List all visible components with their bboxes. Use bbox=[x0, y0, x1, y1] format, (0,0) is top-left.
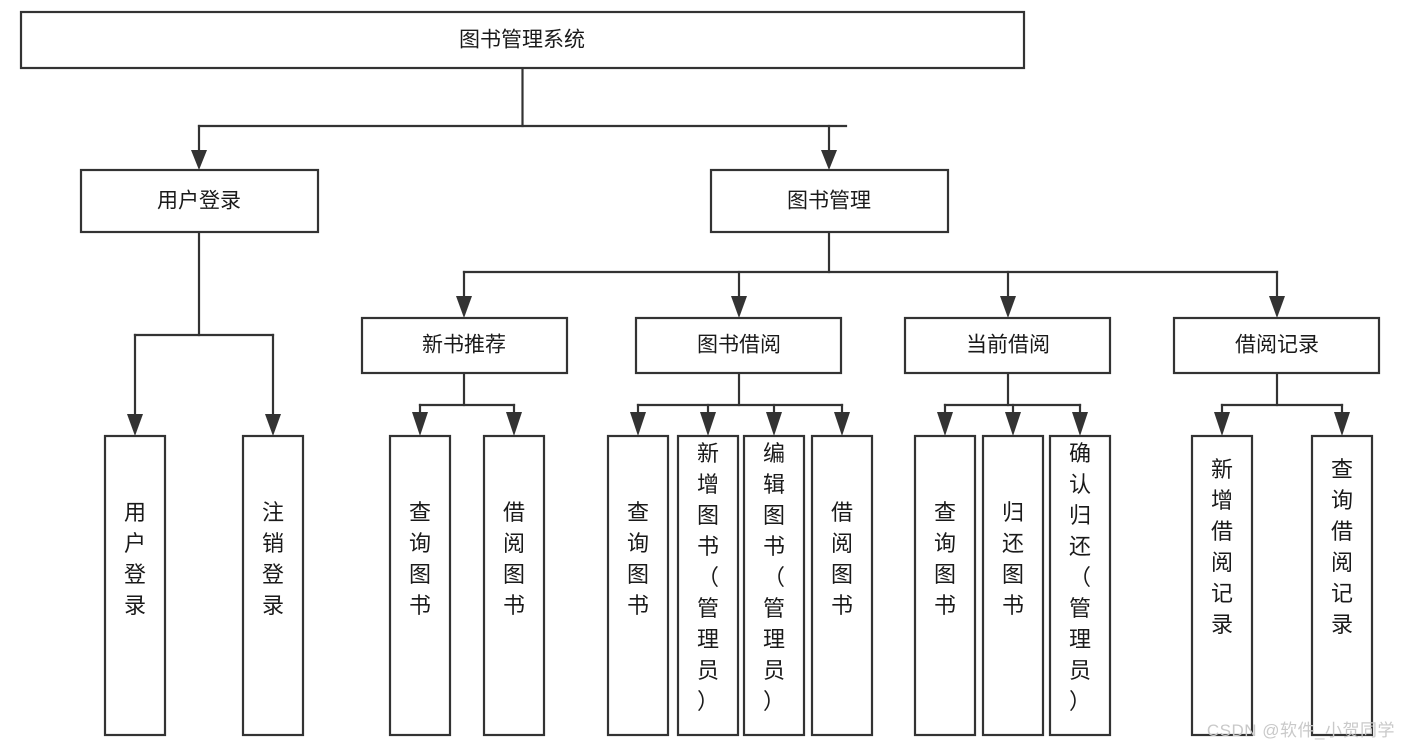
arrow-head-leaf-book-borrow-4 bbox=[834, 412, 850, 436]
node-root-label: 图书管理系统 bbox=[459, 29, 585, 52]
leaf-current-borrow-3-label: 确认归还（管理员） bbox=[1069, 441, 1091, 714]
node-current-borrow-box[interactable] bbox=[903, 316, 1112, 375]
connector-group-book-borrow bbox=[630, 371, 850, 436]
node-book-mgmt[interactable]: 图书管理 bbox=[709, 168, 950, 234]
node-book-mgmt-label: 图书管理 bbox=[787, 190, 871, 213]
leaf-book-borrow-2-box[interactable] bbox=[676, 434, 740, 737]
leaf-book-borrow-1-box[interactable] bbox=[606, 434, 670, 737]
connector-group-new-book bbox=[412, 371, 522, 436]
leaf-book-borrow-4-box[interactable] bbox=[810, 434, 874, 737]
arrow-head-leaf-book-borrow-3 bbox=[766, 412, 782, 436]
leaf-user-login-1-box[interactable] bbox=[103, 434, 167, 737]
arrow-head-leaf-new-book-2 bbox=[506, 412, 522, 436]
leaf-new-book-2-label: 借阅图书 bbox=[503, 500, 525, 618]
leaf-current-borrow-2[interactable]: 归还图书 bbox=[981, 434, 1045, 737]
node-user-login-box[interactable] bbox=[79, 168, 320, 234]
leaf-borrow-record-1[interactable]: 新增借阅记录 bbox=[1190, 434, 1254, 737]
leaf-current-borrow-1-box[interactable] bbox=[913, 434, 977, 737]
connector-group-root bbox=[191, 66, 848, 170]
connector-group-borrow-record bbox=[1214, 371, 1350, 436]
leaf-current-borrow-1[interactable]: 查询图书 bbox=[913, 434, 977, 737]
leaf-new-book-1[interactable]: 查询图书 bbox=[388, 434, 452, 737]
node-user-login-label: 用户登录 bbox=[157, 190, 241, 213]
leaf-book-borrow-1-label: 查询图书 bbox=[627, 500, 649, 618]
leaf-user-login-2[interactable]: 注销登录 bbox=[241, 434, 305, 737]
leaf-current-borrow-3-box[interactable] bbox=[1048, 434, 1112, 737]
arrow-head-leaf-borrow-record-2 bbox=[1334, 412, 1350, 436]
leaf-book-borrow-4-label: 借阅图书 bbox=[831, 500, 853, 618]
leaf-new-book-2-box[interactable] bbox=[482, 434, 546, 737]
arrow-head-leaf-current-borrow-3 bbox=[1072, 412, 1088, 436]
leaf-book-borrow-1[interactable]: 查询图书 bbox=[606, 434, 670, 737]
arrow-head-leaf-borrow-record-1 bbox=[1214, 412, 1230, 436]
node-root[interactable]: 图书管理系统 bbox=[19, 10, 1026, 70]
arrow-head-leaf-new-book-1 bbox=[412, 412, 428, 436]
leaf-current-borrow-3[interactable]: 确认归还（管理员） bbox=[1048, 434, 1112, 737]
arrow-head-leaf-user-login-2 bbox=[265, 414, 281, 436]
node-current-borrow-label: 当前借阅 bbox=[966, 334, 1050, 357]
leaf-current-borrow-2-box[interactable] bbox=[981, 434, 1045, 737]
node-borrow-record[interactable]: 借阅记录 bbox=[1172, 316, 1381, 375]
leaf-new-book-1-box[interactable] bbox=[388, 434, 452, 737]
arrow-head-user-login bbox=[191, 150, 207, 170]
leaf-user-login-2-box[interactable] bbox=[241, 434, 305, 737]
leaf-book-borrow-4[interactable]: 借阅图书 bbox=[810, 434, 874, 737]
leaf-borrow-record-1-box[interactable] bbox=[1190, 434, 1254, 737]
arrow-head-leaf-user-login-1 bbox=[127, 414, 143, 436]
connector-group-book-mgmt bbox=[456, 230, 1285, 318]
arrow-head-leaf-book-borrow-2 bbox=[700, 412, 716, 436]
leaf-user-login-1-label: 用户登录 bbox=[124, 500, 146, 618]
leaf-user-login-1[interactable]: 用户登录 bbox=[103, 434, 167, 737]
leaf-borrow-record-2[interactable]: 查询借阅记录 bbox=[1310, 434, 1374, 737]
leaf-book-borrow-3-box[interactable] bbox=[742, 434, 806, 737]
node-borrow-record-box[interactable] bbox=[1172, 316, 1381, 375]
node-root-box[interactable] bbox=[19, 10, 1026, 70]
arrow-head-new-book bbox=[456, 296, 472, 318]
leaf-book-borrow-2[interactable]: 新增图书（管理员） bbox=[676, 434, 740, 737]
arrow-head-leaf-current-borrow-1 bbox=[937, 412, 953, 436]
leaf-borrow-record-2-label: 查询借阅记录 bbox=[1331, 457, 1353, 637]
arrow-head-book-borrow bbox=[731, 296, 747, 318]
leaf-current-borrow-1-label: 查询图书 bbox=[934, 500, 956, 618]
leaf-borrow-record-1-label: 新增借阅记录 bbox=[1211, 457, 1233, 637]
arrow-head-borrow-record bbox=[1269, 296, 1285, 318]
leaf-current-borrow-2-label: 归还图书 bbox=[1002, 500, 1024, 618]
leaf-new-book-1-label: 查询图书 bbox=[409, 500, 431, 618]
node-book-borrow-label: 图书借阅 bbox=[697, 334, 781, 357]
connector-group-user-login bbox=[127, 230, 281, 436]
leaf-borrow-record-2-box[interactable] bbox=[1310, 434, 1374, 737]
leaf-book-borrow-3[interactable]: 编辑图书（管理员） bbox=[742, 434, 806, 737]
node-book-mgmt-box[interactable] bbox=[709, 168, 950, 234]
leaf-book-borrow-3-label: 编辑图书（管理员） bbox=[763, 441, 785, 714]
node-new-book-label: 新书推荐 bbox=[422, 334, 506, 357]
node-new-book[interactable]: 新书推荐 bbox=[360, 316, 569, 375]
node-book-borrow[interactable]: 图书借阅 bbox=[634, 316, 843, 375]
node-current-borrow[interactable]: 当前借阅 bbox=[903, 316, 1112, 375]
node-book-borrow-box[interactable] bbox=[634, 316, 843, 375]
node-borrow-record-label: 借阅记录 bbox=[1235, 334, 1319, 357]
arrow-head-current-borrow bbox=[1000, 296, 1016, 318]
arrow-head-leaf-book-borrow-1 bbox=[630, 412, 646, 436]
leaf-user-login-2-label: 注销登录 bbox=[262, 500, 284, 618]
leaf-book-borrow-2-label: 新增图书（管理员） bbox=[697, 441, 719, 714]
leaf-new-book-2[interactable]: 借阅图书 bbox=[482, 434, 546, 737]
arrow-head-book-mgmt bbox=[821, 150, 837, 170]
arrow-head-leaf-current-borrow-2 bbox=[1005, 412, 1021, 436]
connector-group-current-borrow bbox=[937, 371, 1088, 436]
node-user-login[interactable]: 用户登录 bbox=[79, 168, 320, 234]
node-new-book-box[interactable] bbox=[360, 316, 569, 375]
